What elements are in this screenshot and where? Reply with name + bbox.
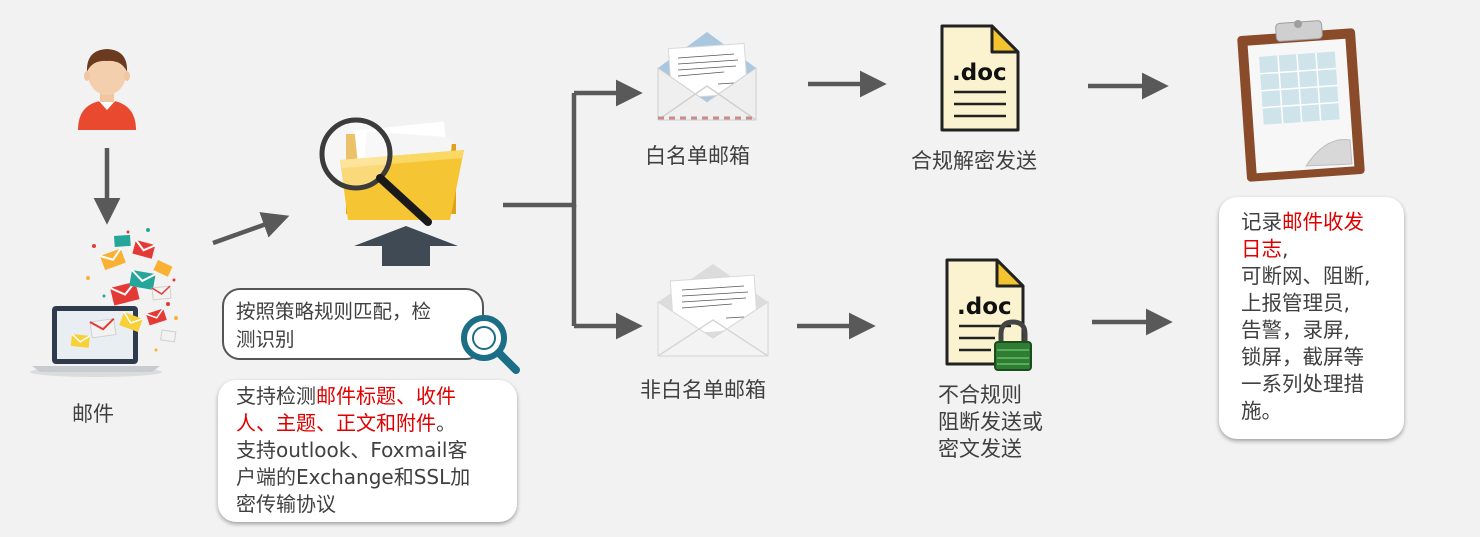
clipboard-icon xyxy=(1237,20,1365,182)
envelope-icon xyxy=(657,32,757,121)
arrow-mail-to-folder xyxy=(212,212,290,246)
up-arrow-icon xyxy=(354,226,458,266)
log-line7: 一系列处理措 xyxy=(1241,372,1364,396)
log-line3: 可断网、阻断, xyxy=(1241,264,1371,288)
envelope-icon xyxy=(657,264,769,357)
compliant-label: 合规解密发送 xyxy=(911,149,1037,173)
log-prefix: 记录 xyxy=(1241,210,1282,234)
doc-extension-label: .doc xyxy=(952,60,1007,86)
log-actions-note: 记录邮件收发 日志, 可断网、阻断, 上报管理员, 告警，录屏, 锁屏，截屏等 … xyxy=(1219,197,1404,439)
doc-extension-label: .doc xyxy=(957,294,1012,320)
log-line4: 上报管理员, xyxy=(1241,291,1351,315)
folder-search-icon xyxy=(319,117,464,226)
policy-note-line1: 按照策略规则匹配，检 xyxy=(236,300,432,323)
noncompliant-line3: 密文发送 xyxy=(938,437,1022,461)
support-highlight-a: 邮件标题、收件 xyxy=(316,384,456,408)
log-comma: , xyxy=(1282,237,1289,261)
support-features-note: 支持检测邮件标题、收件 人、主题、正文和附件。 支持outlook、Foxmai… xyxy=(218,380,517,522)
non-whitelist-label: 非白名单邮箱 xyxy=(640,378,766,402)
noncompliant-line1: 不合规则 xyxy=(938,383,1022,407)
support-prefix: 支持检测 xyxy=(236,384,316,408)
support-protocol-line1: 支持outlook、Foxmail客 xyxy=(236,438,468,462)
noncompliant-label: 不合规则 阻断发送或 密文发送 xyxy=(938,382,1043,463)
support-highlight-b: 人、主题、正文和附件 xyxy=(236,411,436,435)
magnifier-icon xyxy=(461,315,520,374)
support-protocol-line3: 密传输协议 xyxy=(236,492,336,516)
policy-match-note: 按照策略规则匹配，检 测识别 xyxy=(222,288,484,360)
doc-file-icon: .doc xyxy=(940,24,1020,132)
log-highlight-b: 日志 xyxy=(1241,237,1282,261)
support-suffix: 。 xyxy=(436,411,456,435)
policy-note-line2: 测识别 xyxy=(236,328,295,351)
noncompliant-line2: 阻断发送或 xyxy=(938,410,1043,434)
person-icon xyxy=(78,49,136,130)
log-highlight-a: 邮件收发 xyxy=(1282,210,1364,234)
laptop-mail-icon xyxy=(30,228,178,377)
locked-doc-file-icon: .doc xyxy=(945,258,1035,372)
support-protocol-line2: 户端的Exchange和SSL加 xyxy=(236,465,471,489)
log-line8: 施。 xyxy=(1241,399,1282,423)
log-line6: 锁屏，截屏等 xyxy=(1241,345,1364,369)
mail-label: 邮件 xyxy=(72,402,114,426)
log-line5: 告警，录屏, xyxy=(1241,318,1351,342)
whitelist-label: 白名单邮箱 xyxy=(645,144,750,168)
branch-connector xyxy=(503,93,577,208)
